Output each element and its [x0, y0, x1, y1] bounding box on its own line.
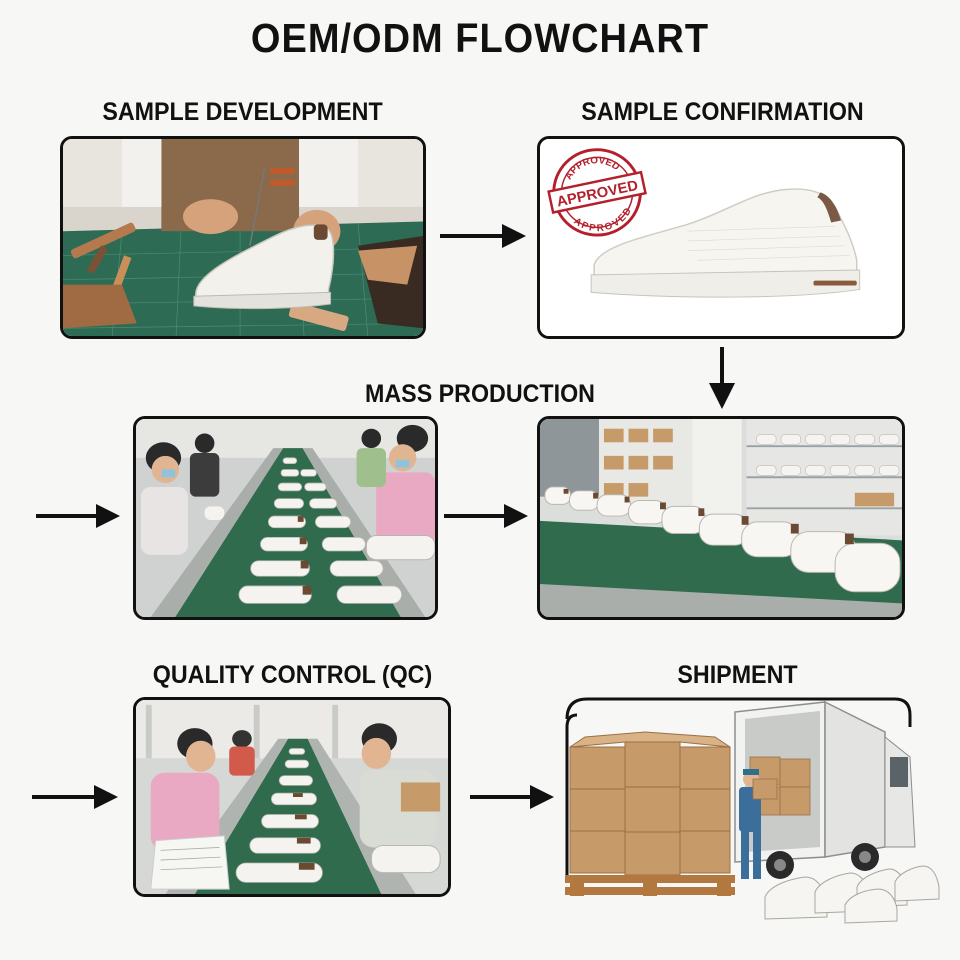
arrow-right-5	[468, 783, 558, 811]
arrow-right-3	[442, 502, 532, 530]
step-label-quality-control: QUALITY CONTROL (QC)	[152, 661, 433, 689]
step-label-shipment: SHIPMENT	[677, 661, 798, 689]
quality-control-photo	[133, 697, 451, 897]
mass-production-line-photo	[133, 416, 438, 620]
page-title: OEM/ODM FLOWCHART	[250, 16, 710, 62]
arrow-right-4	[30, 783, 122, 811]
step-label-sample-development: SAMPLE DEVELOPMENT	[102, 98, 383, 126]
sample-confirmation-photo: APPROVED APPROVED APPROVED	[537, 136, 905, 339]
mass-production-warehouse-photo	[537, 416, 905, 620]
shipment-illustration	[565, 697, 950, 937]
arrow-right-2	[34, 502, 124, 530]
arrow-down	[706, 345, 738, 411]
step-label-sample-confirmation: SAMPLE CONFIRMATION	[581, 98, 864, 126]
arrow-right-1	[438, 222, 528, 250]
step-label-mass-production: MASS PRODUCTION	[365, 380, 595, 408]
sample-development-photo	[60, 136, 426, 339]
